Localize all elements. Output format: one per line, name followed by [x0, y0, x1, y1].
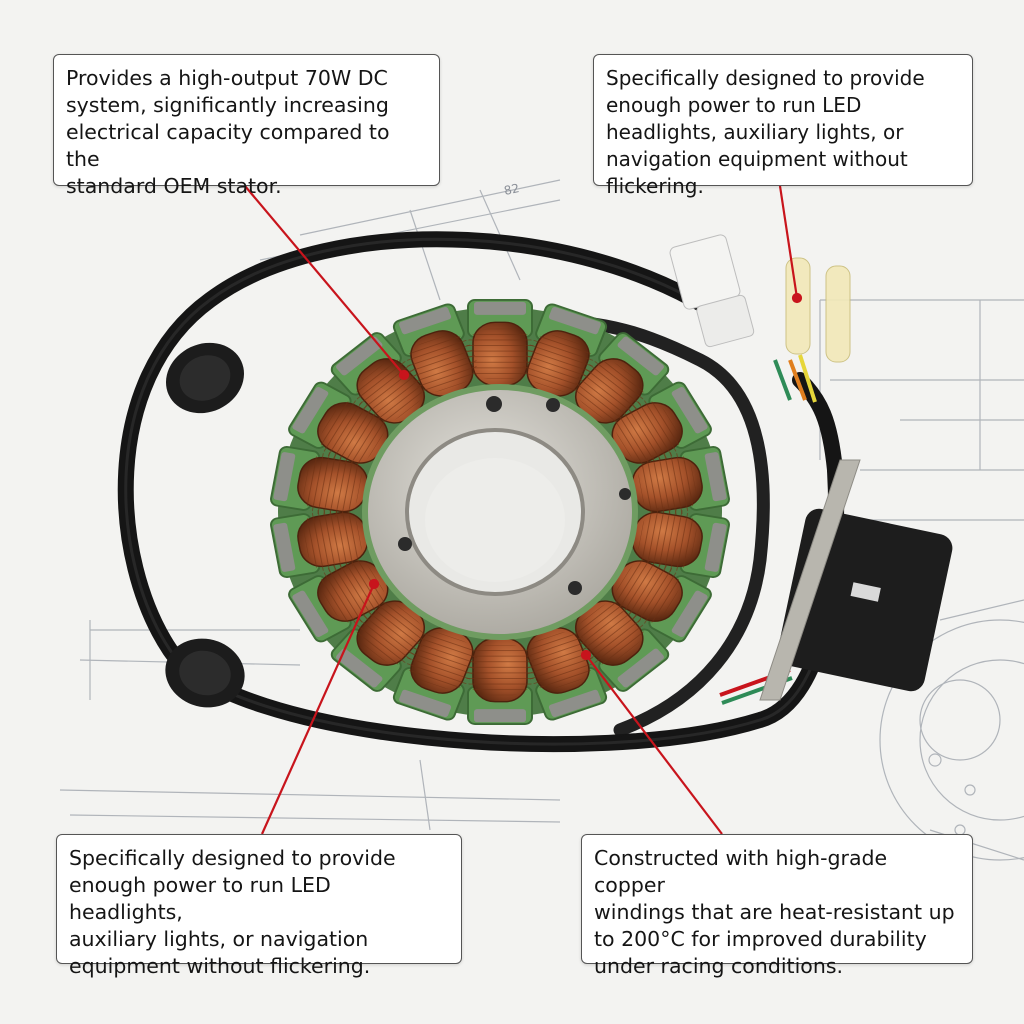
copper-coil: [392, 303, 477, 397]
copper-coil: [392, 627, 477, 721]
leader-line-top-right: [778, 185, 799, 299]
copper-coil: [288, 558, 389, 643]
copper-coil: [523, 303, 608, 397]
copper-coil: [631, 507, 730, 579]
leader-line-bottom-left: [260, 583, 376, 835]
mounting-hole: [398, 537, 412, 551]
leader-line-top-left: [244, 185, 405, 376]
copper-coil: [288, 381, 389, 466]
copper-coil: [611, 381, 712, 466]
copper-coil: [270, 445, 369, 517]
copper-coil: [466, 299, 534, 387]
copper-coil: [330, 600, 426, 692]
callout-lighting-support-top: Specifically designed to provide enough …: [593, 54, 973, 198]
stator-assembly: [270, 299, 730, 725]
copper-coil: [574, 332, 670, 424]
mounting-hole: [568, 581, 582, 595]
copper-coil: [574, 600, 670, 692]
bullet-terminal-1: [785, 257, 811, 355]
copper-coil: [611, 558, 712, 643]
callout-lighting-support-bottom: Specifically designed to provide enough …: [56, 834, 462, 978]
copper-coil: [466, 637, 534, 725]
wiring-harness: [117, 231, 953, 753]
leader-line-bottom-right: [585, 654, 723, 835]
mounting-hole: [546, 398, 560, 412]
mounting-hole: [486, 396, 502, 412]
callout-output-power: Provides a high-output 70W DC system, si…: [53, 54, 440, 198]
bullet-terminal-2: [825, 265, 851, 363]
leader-lines: [244, 185, 803, 835]
copper-coil: [523, 627, 608, 721]
dimension-label: 82: [503, 181, 521, 198]
copper-coil: [631, 445, 730, 517]
mounting-hole: [619, 488, 631, 500]
callout-copper-windings: Constructed with high-grade copper windi…: [581, 834, 973, 978]
